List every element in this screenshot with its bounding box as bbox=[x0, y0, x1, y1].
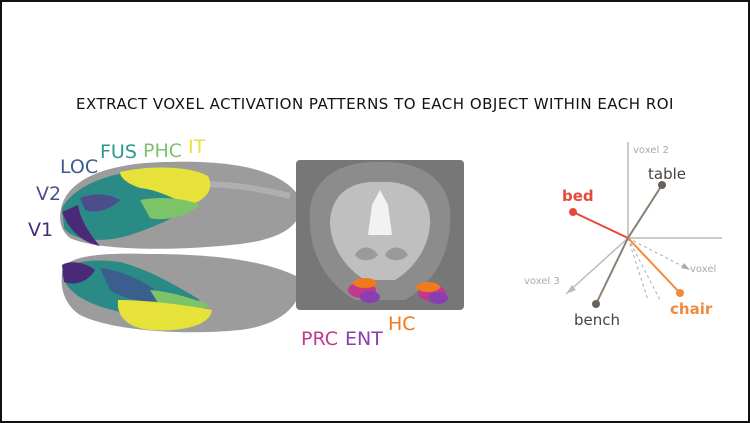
voxel-axis-label-3: voxel 3 bbox=[524, 276, 560, 287]
voxel-axis-3 bbox=[565, 237, 629, 295]
it-region-lower bbox=[117, 300, 212, 331]
object-label-chair: chair bbox=[670, 300, 713, 318]
object-label-bed: bed bbox=[562, 187, 594, 205]
voxel-space: voxel 2 voxel 3 voxel table bed chair be… bbox=[524, 142, 722, 329]
roi-label-phc: PHC bbox=[143, 140, 182, 162]
object-label-table: table bbox=[648, 165, 686, 183]
roi-label-loc: LOC bbox=[60, 156, 98, 178]
roi-label-fus: FUS bbox=[100, 141, 137, 163]
vector-bench bbox=[595, 237, 629, 305]
point-bed bbox=[569, 208, 577, 216]
roi-label-prc: PRC bbox=[301, 328, 338, 350]
object-label-bench: bench bbox=[574, 311, 620, 329]
roi-label-ent: ENT bbox=[345, 328, 383, 350]
point-table bbox=[658, 181, 666, 189]
vector-table bbox=[627, 184, 663, 239]
cortex-roi-labels: V1 V2 LOC FUS PHC IT bbox=[28, 136, 206, 241]
roi-label-it: IT bbox=[188, 136, 206, 158]
voxel-axis-label-projection: voxel bbox=[690, 264, 716, 275]
coronal-slice bbox=[296, 160, 464, 310]
vector-chair bbox=[627, 237, 681, 294]
point-bench bbox=[592, 300, 600, 308]
vector-bed bbox=[572, 211, 629, 239]
it-region-upper bbox=[120, 167, 211, 205]
voxel-axis-label-2: voxel 2 bbox=[633, 145, 669, 156]
figure-title: EXTRACT VOXEL ACTIVATION PATTERNS TO EAC… bbox=[76, 95, 674, 113]
roi-label-v1: V1 bbox=[28, 219, 53, 241]
point-chair bbox=[676, 289, 684, 297]
roi-label-v2: V2 bbox=[36, 183, 61, 205]
mtl-roi-labels: PRC ENT HC bbox=[301, 313, 416, 350]
roi-label-hc: HC bbox=[388, 313, 416, 335]
cortex-view bbox=[60, 161, 301, 333]
